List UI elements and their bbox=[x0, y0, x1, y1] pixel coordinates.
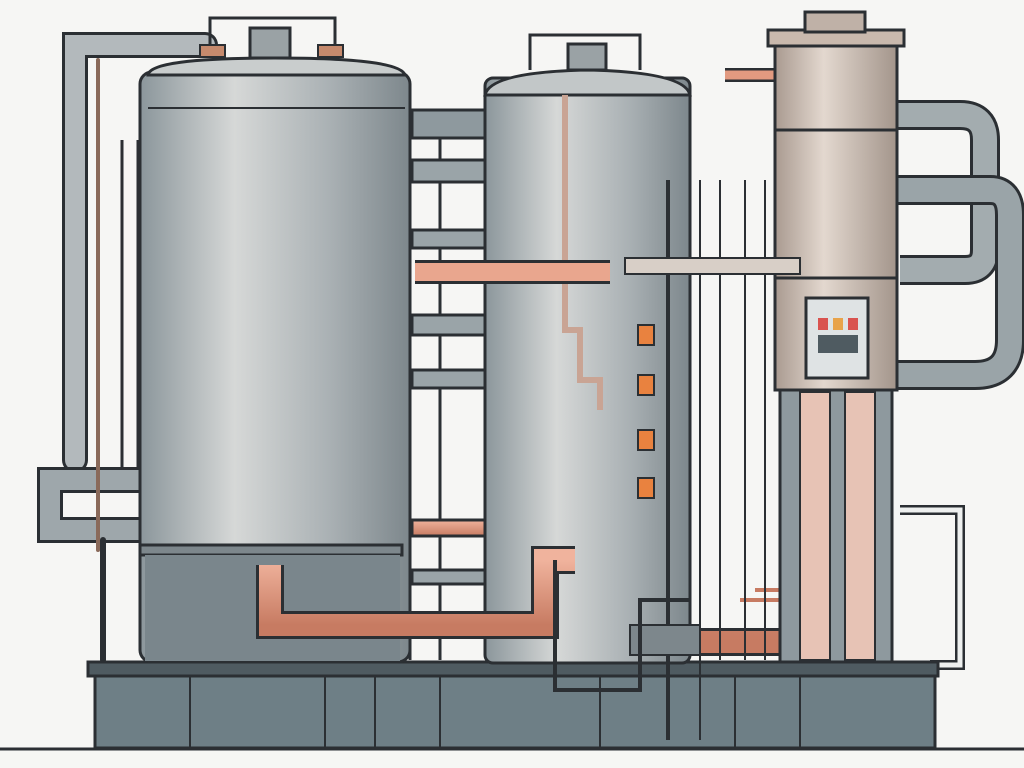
scaffolding bbox=[120, 108, 499, 660]
indicator-light-orange bbox=[833, 318, 843, 330]
tall-column bbox=[766, 10, 906, 664]
middle-tank bbox=[483, 33, 692, 665]
left-grey-pipes bbox=[37, 32, 218, 663]
valve-rack bbox=[553, 180, 801, 740]
indicator-light-red bbox=[818, 318, 828, 330]
right-grey-pipes bbox=[880, 100, 1024, 670]
base-platform bbox=[86, 660, 940, 750]
control-panel bbox=[804, 296, 870, 380]
indicator-light-red bbox=[848, 318, 858, 330]
